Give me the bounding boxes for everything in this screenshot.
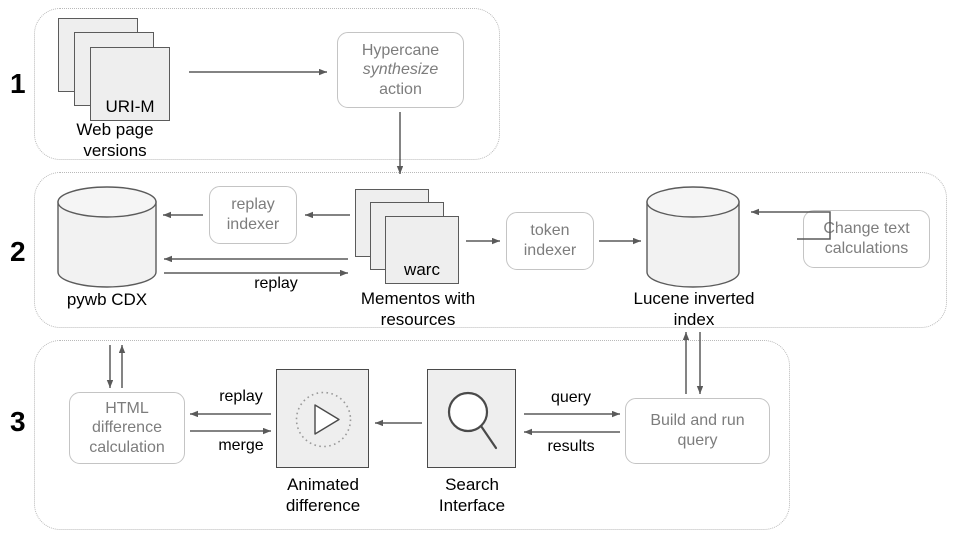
hypercane-line1: Hypercane (361, 41, 440, 59)
search-interface-caption: Search Interface (412, 475, 532, 516)
warc-label: warc (404, 260, 440, 279)
edge-label-merge: merge (218, 437, 264, 454)
step-number-3: 3 (10, 406, 26, 437)
web-page-versions-caption-line2: versions (83, 140, 147, 160)
change-text-calculations-box[interactable]: Change text calculations (803, 210, 930, 268)
hypercane-line2: synthesize (362, 61, 439, 79)
html-diff-line1: HTML (105, 399, 149, 417)
edge-label-replay-section2: replay (254, 275, 298, 292)
lucene-index-cylinder (645, 186, 741, 288)
replay-indexer-box[interactable]: replay indexer (209, 186, 297, 244)
lucene-caption-line1: Lucene inverted (633, 289, 755, 308)
edge-label-query: query (550, 389, 592, 406)
html-diff-line2: difference (92, 419, 162, 437)
html-difference-calculation-box[interactable]: HTML difference calculation (69, 392, 185, 464)
pywb-cdx-caption-text: pywb CDX (66, 290, 148, 309)
step-number-1: 1 (10, 68, 26, 99)
search-caption-line2: Interface (438, 495, 506, 515)
magnifier-icon (447, 391, 498, 450)
mementos-stack: warc (355, 189, 461, 284)
lucene-caption-line2: index (673, 309, 715, 329)
section-3-container (34, 340, 790, 530)
token-indexer-box[interactable]: token indexer (506, 212, 594, 270)
doc-page-front: URI-M (90, 47, 170, 121)
build-query-line1: Build and run (650, 412, 745, 430)
search-caption-line1: Search (445, 475, 499, 494)
token-indexer-line1: token (530, 222, 570, 240)
edge-label-replay-section3: replay (219, 388, 263, 405)
section-1-container (34, 8, 500, 160)
token-indexer-line2: indexer (523, 242, 577, 259)
animated-caption-line1: Animated (287, 475, 359, 494)
hypercane-synthesize-box[interactable]: Hypercane synthesize action (337, 32, 464, 108)
play-icon (295, 391, 352, 448)
build-and-run-query-box[interactable]: Build and run query (625, 398, 770, 464)
memento-page-front: warc (385, 216, 459, 284)
pywb-cdx-cylinder (56, 186, 158, 288)
search-interface-tile[interactable] (427, 369, 516, 468)
edge-label-results: results (547, 438, 595, 455)
web-page-versions-caption-line1: Web page (76, 120, 154, 139)
mementos-caption: Mementos with resources (338, 289, 498, 330)
web-page-versions-caption: Web page versions (45, 120, 185, 161)
change-text-line1: Change text (823, 220, 910, 238)
section-2-container (34, 172, 947, 328)
html-diff-line3: calculation (89, 438, 165, 456)
web-page-versions-stack: URI-M (58, 18, 172, 121)
build-query-line2: query (677, 432, 718, 449)
animated-difference-tile[interactable] (276, 369, 369, 468)
hypercane-line3: action (379, 80, 422, 98)
pywb-cdx-caption: pywb CDX (40, 290, 174, 311)
mementos-caption-line1: Mementos with (360, 289, 476, 308)
lucene-index-caption: Lucene inverted index (620, 289, 768, 330)
animated-difference-caption: Animated difference (262, 475, 384, 516)
change-text-line2: calculations (824, 240, 909, 257)
step-number-2: 2 (10, 236, 26, 267)
mementos-caption-line2: resources (380, 309, 456, 329)
uri-m-label: URI-M (105, 97, 155, 116)
replay-indexer-line2: indexer (226, 216, 280, 233)
animated-caption-line2: difference (285, 495, 361, 515)
replay-indexer-line1: replay (231, 196, 275, 214)
